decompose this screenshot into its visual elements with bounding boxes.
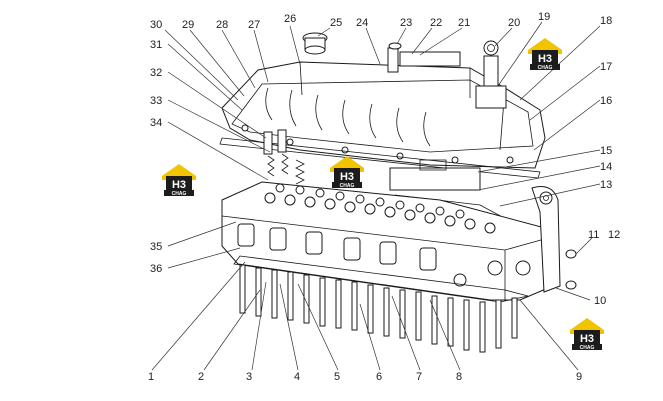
callout-35: 35: [150, 241, 162, 253]
end-plate: [531, 186, 561, 293]
ports: [237, 223, 531, 287]
callout-16: 16: [600, 95, 612, 107]
callout-18: 18: [600, 15, 612, 27]
callout-9: 9: [576, 371, 582, 383]
callout-34: 34: [150, 117, 162, 129]
cam-bosses: [264, 183, 496, 234]
callout-28: 28: [216, 19, 228, 31]
callout-19: 19: [538, 11, 550, 23]
callout-33: 33: [150, 95, 162, 107]
callout-24: 24: [356, 17, 368, 29]
callout-5: 5: [334, 371, 340, 383]
callout-14: 14: [600, 161, 612, 173]
callout-22: 22: [430, 17, 442, 29]
cover-top-fittings: [387, 40, 507, 109]
callout-2: 2: [198, 371, 204, 383]
callout-4: 4: [294, 371, 300, 383]
leader-lines: [151, 21, 601, 371]
callout-30: 30: [150, 19, 162, 31]
watermark-logo-4: H3 CHAG: [570, 318, 604, 351]
callout-6: 6: [376, 371, 382, 383]
callout-12: 12: [608, 229, 620, 241]
callout-11: 11: [588, 229, 599, 241]
callout-29: 29: [182, 19, 194, 31]
callout-8: 8: [456, 371, 462, 383]
valve-cover: [221, 61, 546, 169]
watermark-text-4: CHAG: [580, 345, 595, 351]
callout-25: 25: [330, 17, 342, 29]
plugs: [565, 249, 577, 290]
callouts: 1 2 3 4 5 6 7 8 9 10 11 12 13 14 15 16 1…: [148, 11, 620, 383]
callout-13: 13: [600, 179, 612, 191]
watermark-mark-1: H3: [538, 53, 552, 65]
callout-21: 21: [458, 17, 470, 29]
callout-36: 36: [150, 263, 162, 275]
watermark-logo-1: H3 CHAG: [528, 38, 562, 71]
injector-harness-bracket: [389, 159, 509, 221]
oil-filler-cap: [302, 32, 328, 55]
watermark-text-2: CHAG: [172, 191, 187, 197]
watermark-logo-3: H3 CHAG: [330, 156, 364, 189]
callout-10: 10: [594, 295, 606, 307]
watermark-text-3: CHAG: [340, 183, 355, 189]
callout-20: 20: [508, 17, 520, 29]
callout-27: 27: [248, 19, 260, 31]
cylinder-head: [221, 181, 549, 301]
callout-15: 15: [600, 145, 612, 157]
valve-spring-stack: [263, 129, 305, 185]
callout-17: 17: [600, 61, 612, 73]
callout-1: 1: [148, 371, 154, 383]
watermark-mark-2: H3: [172, 179, 186, 191]
callout-26: 26: [284, 13, 296, 25]
watermark-mark-4: H3: [580, 333, 594, 345]
callout-31: 31: [150, 39, 162, 51]
callout-3: 3: [246, 371, 252, 383]
watermark-mark-3: H3: [340, 171, 354, 183]
watermark-text-1: CHAG: [538, 65, 553, 71]
callout-23: 23: [400, 17, 412, 29]
watermark-logo-2: H3 CHAG: [162, 164, 196, 197]
callout-7: 7: [416, 371, 422, 383]
callout-32: 32: [150, 67, 162, 79]
head-bolts: [239, 264, 518, 353]
head-gasket: [233, 255, 529, 303]
